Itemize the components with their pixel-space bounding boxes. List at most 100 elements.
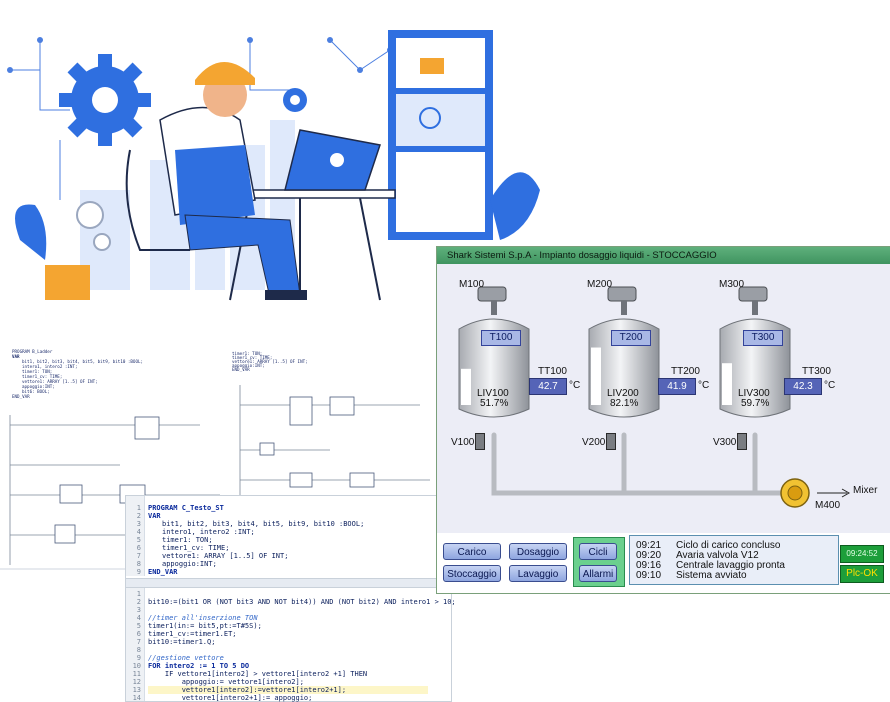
line-number: 9 <box>136 568 141 576</box>
liv100-label: LIV100 <box>477 388 509 399</box>
line-number: 2 <box>136 598 141 606</box>
clock-display: 09:24:52 <box>840 545 884 563</box>
line-number: 6 <box>136 630 141 638</box>
line-number: 8 <box>136 560 141 568</box>
valve-v200-icon[interactable] <box>606 433 616 450</box>
mail-icon <box>420 58 444 74</box>
ladder-decl-line: PROGRAM B_Ladder <box>12 349 53 354</box>
tt200-value[interactable]: 41.9 <box>658 378 696 395</box>
motor-icon[interactable] <box>607 286 637 302</box>
line-number: 5 <box>136 622 141 630</box>
ladder-fbd-editor: PROGRAM B_Ladder VAR bit1, bit2, bit3, b… <box>0 345 440 570</box>
message-log[interactable]: 09:21 Ciclo di carico concluso 09:20 Ava… <box>629 535 839 585</box>
line-number: 2 <box>136 512 141 520</box>
message-time: 09:10 <box>636 570 662 581</box>
allarmi-button[interactable]: Allarmi <box>579 565 617 582</box>
ladder-decl-line: END_VAR <box>232 367 250 372</box>
pump-icon <box>780 478 810 508</box>
st-body-pane[interactable]: 1 2 3 4 5 6 7 8 9 10 11 12 13 14 bit10:=… <box>126 588 456 702</box>
ladder-decl-line: timer1: TON; <box>22 369 52 374</box>
code-line: bit10:=(bit1 OR (NOT bit3 AND NOT bit4))… <box>148 598 456 606</box>
line-number: 5 <box>136 536 141 544</box>
tank-level-bar <box>722 363 732 405</box>
pane-splitter[interactable] <box>126 578 451 588</box>
tt300-value[interactable]: 42.3 <box>784 378 822 395</box>
liv200-label: LIV200 <box>607 388 639 399</box>
tank-name-t100: T100 <box>481 330 521 346</box>
end-var-keyword: END_VAR <box>148 568 178 576</box>
tt100-value[interactable]: 42.7 <box>529 378 567 395</box>
line-number: 1 <box>136 590 141 598</box>
temp-unit: °C <box>698 380 710 391</box>
line-number: 8 <box>136 646 141 654</box>
line-number: 13 <box>132 686 141 694</box>
code-line: bit10:=timer1.Q; <box>148 638 216 646</box>
message-text: Ciclo di carico concluso <box>676 540 781 551</box>
message-time: 09:16 <box>636 560 662 571</box>
engineer-illustration <box>7 30 540 301</box>
tt200-label: TT200 <box>671 366 700 377</box>
valve-label: V100 <box>451 437 475 448</box>
line-number: 14 <box>132 694 141 702</box>
liv100-value: 51.7% <box>480 398 509 409</box>
valve-v300-icon[interactable] <box>737 433 747 450</box>
message-time: 09:20 <box>636 550 662 561</box>
tank-name-t200: T200 <box>611 330 651 346</box>
motor-label: M300 <box>719 279 745 290</box>
line-number: 4 <box>136 614 141 622</box>
temp-unit: °C <box>569 380 581 391</box>
line-number: 12 <box>132 678 141 686</box>
dosaggio-button[interactable]: Dosaggio <box>509 543 567 560</box>
var-keyword: VAR <box>148 512 161 520</box>
stoccaggio-button[interactable]: Stoccaggio <box>443 565 501 582</box>
liv300-label: LIV300 <box>738 388 770 399</box>
ladder-decl-line: timer1_cv: TIME; <box>22 374 62 379</box>
plc-status-indicator: Plc-OK <box>840 565 884 583</box>
line-number: 6 <box>136 544 141 552</box>
code-line: FOR intero2 := 1 TO 5 DO <box>148 662 250 670</box>
pump-label: M400 <box>815 500 841 511</box>
st-declaration-pane[interactable]: 1 2 3 4 5 6 7 8 9 PROGRAM C_Testo_ST VAR… <box>126 496 451 576</box>
code-comment: //gestione vettore <box>148 654 224 662</box>
decl-line: vettore1: ARRAY [1..5] OF INT; <box>162 552 289 560</box>
message-text: Avaria valvola V12 <box>676 550 759 561</box>
valve-label: V200 <box>582 437 606 448</box>
motor-label: M100 <box>459 279 485 290</box>
valve-v100-icon[interactable] <box>475 433 485 450</box>
window-graphic <box>388 30 493 240</box>
ladder-decl-line: END_VAR <box>12 394 30 399</box>
liv300-value: 59.7% <box>741 398 770 409</box>
cicli-button[interactable]: Cicli <box>579 543 617 560</box>
motor-label: M200 <box>587 279 613 290</box>
code-line-highlighted: vettore1[intero2]:=vettore1[intero2+1]; <box>148 686 428 694</box>
ladder-decl-line: intero1, intero2 :INT; <box>22 364 77 369</box>
hmi-title-bar: Shark Sistemi S.p.A - Impianto dosaggio … <box>437 247 890 264</box>
st-code-editor[interactable]: 1 2 3 4 5 6 7 8 9 PROGRAM C_Testo_ST VAR… <box>125 495 456 702</box>
line-number-gutter: 1 2 3 4 5 6 7 8 9 10 11 12 13 14 <box>126 588 145 702</box>
line-number: 11 <box>132 670 141 678</box>
ladder-decl-line: vettore1: ARRAY [1..5] OF INT; <box>22 379 98 384</box>
line-number: 4 <box>136 528 141 536</box>
mixer-label: Mixer <box>853 485 878 496</box>
code-line: timer1_cv:=timer1.ET; <box>148 630 237 638</box>
code-line: IF vettore1[intero2] > vettore1[intero2 … <box>148 670 368 678</box>
valve-label: V300 <box>713 437 737 448</box>
program-header: PROGRAM C_Testo_ST <box>148 504 224 512</box>
carico-button[interactable]: Carico <box>443 543 501 560</box>
ladder-decl-line: bit1, bit2, bit3, bit4, bit5, bit9, bit1… <box>22 359 143 364</box>
line-number-gutter: 1 2 3 4 5 6 7 8 9 <box>126 496 145 576</box>
tank-name-t300: T300 <box>743 330 783 346</box>
decl-line: intero1, intero2 :INT; <box>162 528 255 536</box>
line-number: 10 <box>132 662 141 670</box>
tank-level-bar <box>591 347 601 405</box>
message-time: 09:21 <box>636 540 662 551</box>
code-comment: //timer all'inserzione TON <box>148 614 258 622</box>
line-number: 7 <box>136 638 141 646</box>
decl-line: bit1, bit2, bit3, bit4, bit5, bit9, bit1… <box>162 520 365 528</box>
tank-level-bar <box>461 368 471 405</box>
line-number: 9 <box>136 654 141 662</box>
lavaggio-button[interactable]: Lavaggio <box>509 565 567 582</box>
ladder-decl-line: bit6: BOOL; <box>22 389 50 394</box>
ladder-decl-line: timer1_cv: TIME; <box>232 355 272 360</box>
ladder-decl-line: appoggio:INT; <box>22 384 55 389</box>
